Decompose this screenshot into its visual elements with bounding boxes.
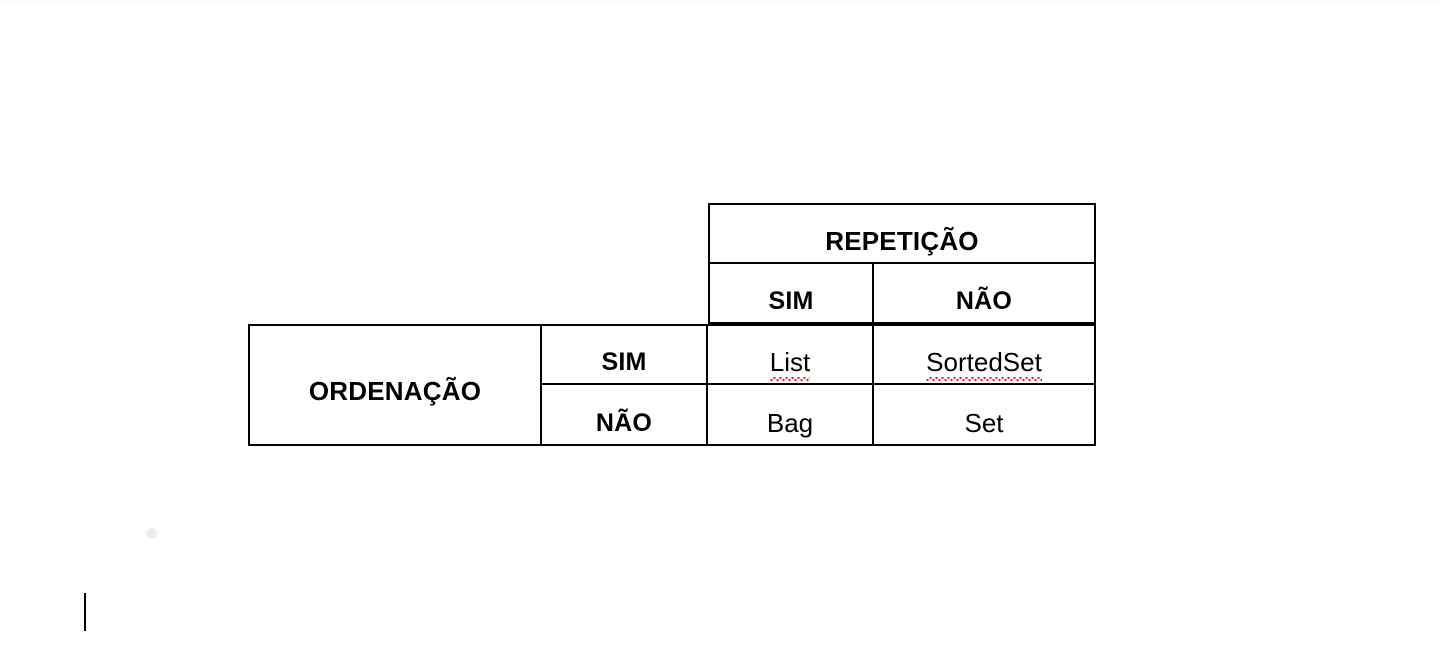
data-cell-sim-nao: SortedSet xyxy=(874,324,1096,385)
column-header-nao-label: NÃO xyxy=(955,287,1013,315)
top-edge-band xyxy=(0,0,1440,5)
column-group-header-repeticao: REPETIÇÃO xyxy=(708,203,1096,264)
data-cell-nao-nao-label: Set xyxy=(964,408,1004,438)
bullet-marker-icon xyxy=(146,528,157,539)
row-header-sim-label: SIM xyxy=(601,348,647,376)
text-cursor[interactable] xyxy=(84,593,86,631)
row-group-header-ordenacao: ORDENAÇÃO xyxy=(248,324,542,446)
column-header-sim: SIM xyxy=(708,264,874,324)
data-cell-nao-sim-label: Bag xyxy=(766,408,814,438)
row-header-sim: SIM xyxy=(542,324,708,385)
data-cell-sim-sim: List xyxy=(708,324,874,385)
column-header-nao: NÃO xyxy=(874,264,1096,324)
data-cell-nao-sim: Bag xyxy=(708,385,874,446)
data-cell-sim-nao-label: SortedSet xyxy=(926,349,1042,383)
column-header-sim-label: SIM xyxy=(768,287,814,315)
column-group-header-label: REPETIÇÃO xyxy=(825,226,979,256)
data-cell-nao-nao: Set xyxy=(874,385,1096,446)
row-group-header-label: ORDENAÇÃO xyxy=(308,376,482,406)
row-header-nao: NÃO xyxy=(542,385,708,446)
collections-decision-matrix: REPETIÇÃO SIM NÃO ORDENAÇÃO SIM NÃO List… xyxy=(248,203,1096,446)
row-header-nao-label: NÃO xyxy=(595,409,653,437)
data-cell-sim-sim-label: List xyxy=(769,349,811,383)
